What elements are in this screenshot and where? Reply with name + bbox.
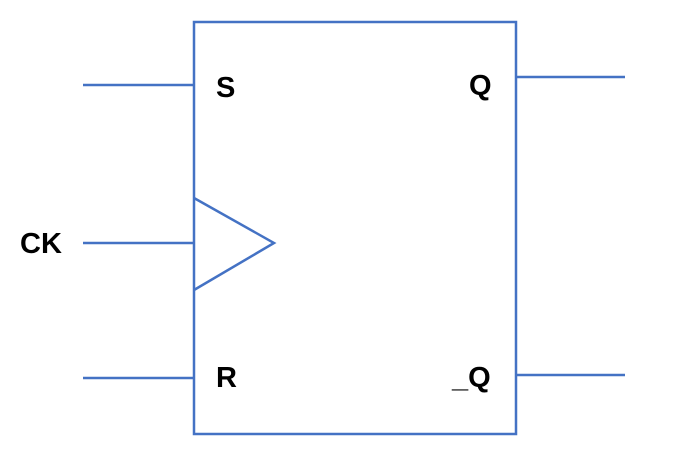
set-label: S [216,72,235,104]
reset-label: R [216,362,237,394]
flip-flop-block [192,20,518,436]
q-output-label: Q [469,70,492,102]
q-inverted-output-label: _Q [451,362,491,394]
clock-edge-triangle [193,196,277,292]
clock-label: CK [20,228,62,260]
